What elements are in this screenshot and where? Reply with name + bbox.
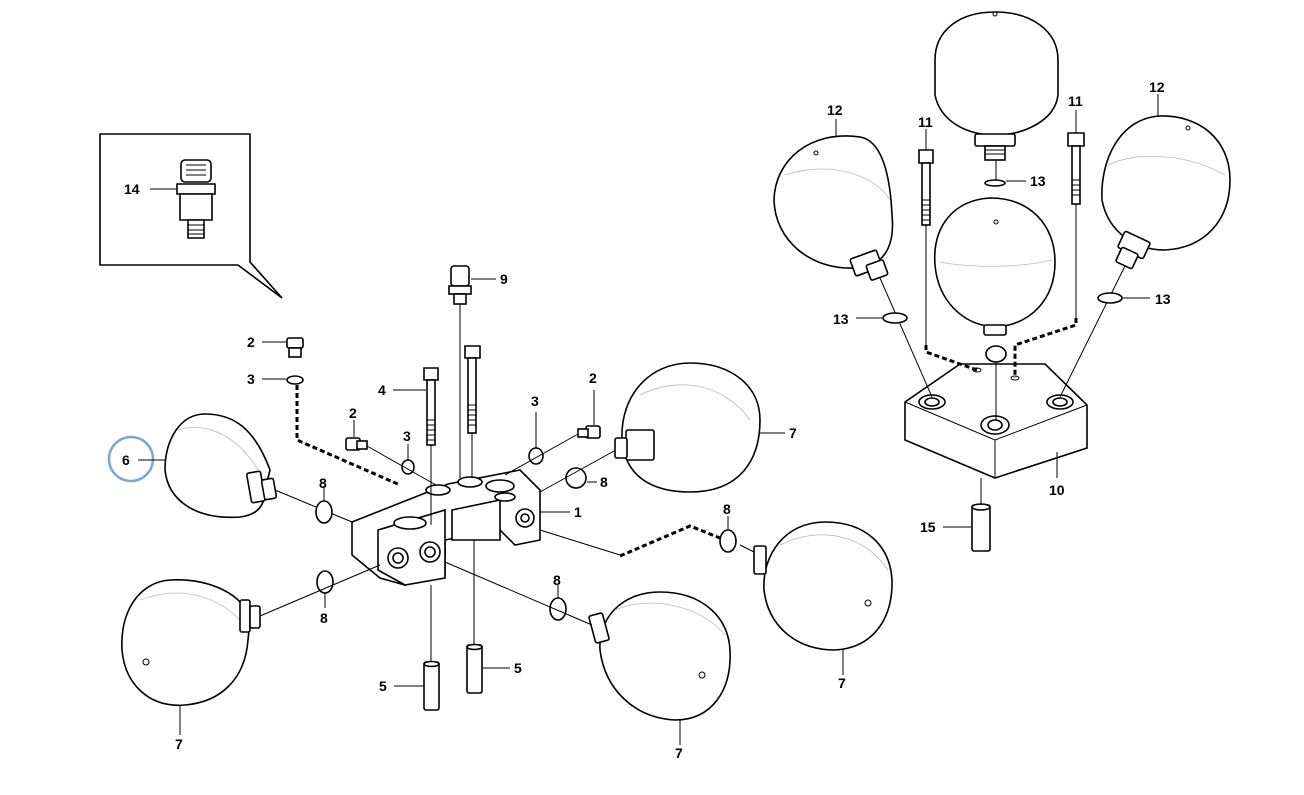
callout-8b[interactable]: 8 bbox=[600, 474, 608, 490]
accumulator-7c-part[interactable] bbox=[588, 591, 731, 721]
callout-11b[interactable]: 11 bbox=[1068, 93, 1083, 109]
oring-8a-part[interactable] bbox=[315, 500, 333, 524]
washer-3a-part[interactable] bbox=[286, 375, 304, 385]
accumulator-top-part[interactable] bbox=[934, 11, 1059, 161]
callout-14[interactable]: 14 bbox=[124, 181, 140, 197]
oring-13c-part[interactable] bbox=[1097, 292, 1123, 304]
callout-12b[interactable]: 12 bbox=[1149, 79, 1165, 95]
callout-11a[interactable]: 11 bbox=[918, 114, 933, 130]
plug-2c-part[interactable] bbox=[577, 425, 601, 439]
callout-13b[interactable]: 13 bbox=[833, 311, 849, 327]
callout-3a[interactable]: 3 bbox=[247, 371, 255, 387]
callout-7d[interactable]: 7 bbox=[838, 675, 846, 691]
callout-8e[interactable]: 8 bbox=[723, 501, 731, 517]
oring-13a-part[interactable] bbox=[984, 179, 1006, 187]
callout-8c[interactable]: 8 bbox=[320, 610, 328, 626]
callout-7b[interactable]: 7 bbox=[175, 736, 183, 752]
bolt-11a-part[interactable] bbox=[918, 149, 934, 226]
plug-2b-part[interactable] bbox=[345, 437, 368, 451]
callout-7a[interactable]: 7 bbox=[789, 425, 797, 441]
bolt-4-part[interactable] bbox=[423, 367, 439, 446]
callout-15[interactable]: 15 bbox=[920, 519, 936, 535]
callout-2c[interactable]: 2 bbox=[589, 370, 597, 386]
callout-10[interactable]: 10 bbox=[1049, 482, 1065, 498]
sleeve-15-part[interactable] bbox=[971, 503, 991, 552]
sensor-9-part[interactable] bbox=[448, 265, 472, 305]
oring-8e-part[interactable] bbox=[719, 529, 737, 553]
accumulator-center-part[interactable] bbox=[934, 197, 1056, 336]
bolt-11b-part[interactable] bbox=[1067, 132, 1085, 205]
callout-6[interactable]: 6 bbox=[122, 452, 130, 468]
highlight-circle bbox=[107, 435, 155, 483]
oring-13b-part[interactable] bbox=[882, 312, 908, 324]
callout-2b[interactable]: 2 bbox=[349, 405, 357, 421]
washer-3c-part[interactable] bbox=[528, 447, 544, 465]
callout-2a[interactable]: 2 bbox=[247, 334, 255, 350]
accumulator-7b-part[interactable] bbox=[121, 579, 261, 706]
oring-8b-part[interactable] bbox=[565, 467, 587, 489]
accumulator-12a-part[interactable] bbox=[773, 135, 894, 281]
inset-sensor-box: 14 bbox=[99, 133, 283, 299]
callout-5a[interactable]: 5 bbox=[379, 678, 387, 694]
oring-8c-part[interactable] bbox=[316, 570, 334, 594]
callout-5b[interactable]: 5 bbox=[514, 660, 522, 676]
callout-13c[interactable]: 13 bbox=[1155, 291, 1171, 307]
accumulator-7d-part[interactable] bbox=[753, 521, 893, 651]
oring-8d-part[interactable] bbox=[549, 597, 567, 621]
callout-13a[interactable]: 13 bbox=[1030, 173, 1046, 189]
plug-2a-part[interactable] bbox=[286, 337, 304, 358]
accumulator-7a-part[interactable] bbox=[614, 362, 761, 493]
mounting-block-10-part[interactable] bbox=[904, 363, 1088, 479]
callout-1[interactable]: 1 bbox=[574, 504, 582, 520]
callout-3c[interactable]: 3 bbox=[531, 393, 539, 409]
callout-9[interactable]: 9 bbox=[500, 271, 508, 287]
bolt-4b-part[interactable] bbox=[464, 345, 481, 434]
pressure-sensor-part[interactable] bbox=[176, 159, 216, 239]
sleeve-5b-part[interactable] bbox=[466, 643, 483, 694]
manifold-block-part[interactable] bbox=[351, 469, 541, 586]
accumulator-6-part[interactable] bbox=[164, 413, 278, 519]
accumulator-12b-part[interactable] bbox=[1101, 115, 1231, 270]
callout-12a[interactable]: 12 bbox=[827, 102, 843, 118]
callout-8a[interactable]: 8 bbox=[319, 475, 327, 491]
callout-7c[interactable]: 7 bbox=[675, 745, 683, 761]
callout-8d[interactable]: 8 bbox=[553, 572, 561, 588]
sleeve-5a-part[interactable] bbox=[423, 660, 440, 711]
callout-4[interactable]: 4 bbox=[378, 382, 386, 398]
callout-3b[interactable]: 3 bbox=[403, 428, 411, 444]
oring-center-part bbox=[985, 345, 1007, 363]
